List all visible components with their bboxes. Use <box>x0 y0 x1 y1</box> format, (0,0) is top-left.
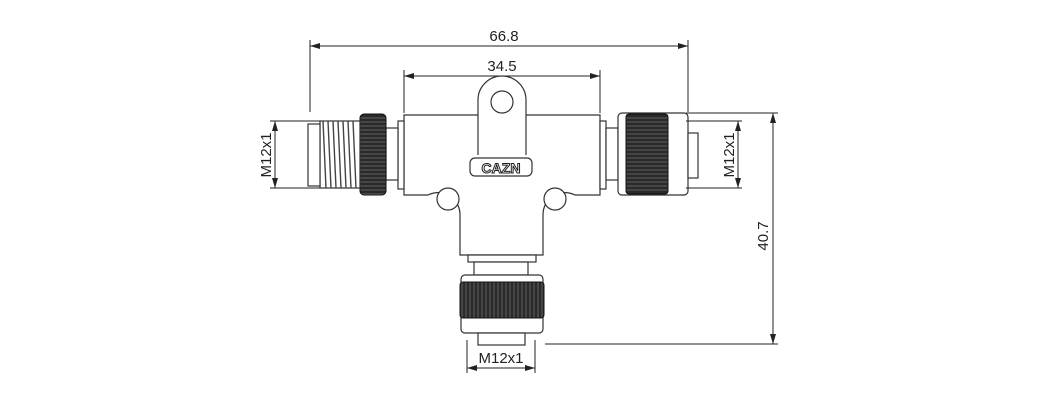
dimension-left-thread: M12x1 <box>258 120 320 189</box>
left-connector <box>307 113 405 196</box>
dimension-label: M12x1 <box>478 350 523 367</box>
right-connector <box>599 112 699 196</box>
dimension-label: 34.5 <box>487 58 516 75</box>
dimension-overall-length: 66.8 <box>309 28 689 112</box>
dimension-overall-height: 40.7 <box>545 112 778 345</box>
dimension-label: M12x1 <box>721 132 738 177</box>
bottom-connector <box>459 254 545 346</box>
dimension-right-thread: M12x1 <box>686 120 742 189</box>
dimension-bottom-thread: M12x1 <box>466 340 536 373</box>
dimension-label: 40.7 <box>755 221 772 250</box>
brand-logo: CAZN <box>482 160 521 176</box>
dimension-label: 66.8 <box>489 28 518 45</box>
dimension-body-length: 34.5 <box>403 58 601 113</box>
connector-body: CAZN <box>403 75 601 256</box>
dimension-label: M12x1 <box>258 132 275 177</box>
